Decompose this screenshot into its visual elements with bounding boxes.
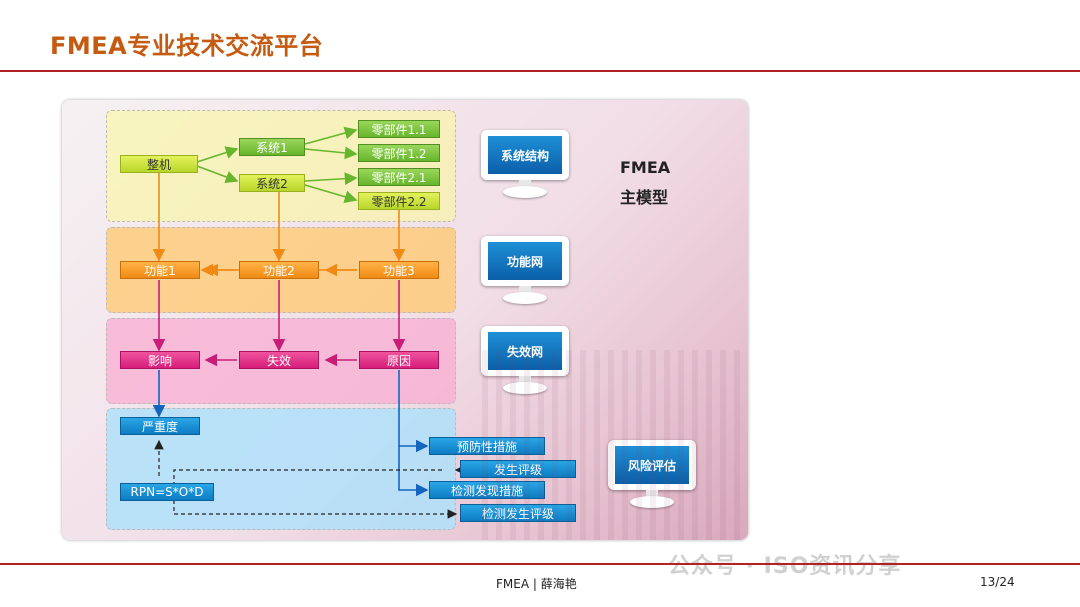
monitor-function-net: 功能网	[481, 236, 569, 306]
monitor-failure-net: 失效网	[481, 326, 569, 396]
model-title-line-2: 主模型	[620, 188, 669, 207]
monitor-system-structure: 系统结构	[481, 130, 569, 200]
watermark: 公众号 · ISO资讯分享	[668, 554, 902, 579]
occurrence-node: 发生评级	[460, 460, 576, 478]
flow-arrows	[152, 126, 465, 519]
function-node-1: 功能1	[120, 261, 200, 279]
part-node-2-2: 零部件2.2	[358, 192, 440, 210]
product-node: 整机	[120, 155, 198, 173]
fmea-model-panel: 整机 系统1 系统2 零部件1.1 零部件1.2 零部件2.1 零部件2.2 功…	[62, 100, 748, 540]
system-node-1: 系统1	[239, 138, 305, 156]
detection-rating-node: 检测发生评级	[460, 504, 576, 522]
footer-label: FMEA | 薛海艳	[496, 577, 577, 591]
cause-node: 原因	[359, 351, 439, 369]
part-node-2-1: 零部件2.1	[358, 168, 440, 186]
system-node-2: 系统2	[239, 174, 305, 192]
detection-node: 检测发现措施	[429, 481, 545, 499]
model-title-line-1: FMEA	[620, 158, 671, 177]
function-node-3: 功能3	[359, 261, 439, 279]
function-node-2: 功能2	[239, 261, 319, 279]
page-number: 13/24	[980, 575, 1015, 589]
part-node-1-2: 零部件1.2	[358, 144, 440, 162]
prevention-node: 预防性措施	[429, 437, 545, 455]
monitor-risk-assessment: 风险评估	[608, 440, 696, 510]
header-rule	[0, 70, 1080, 72]
effect-node: 影响	[120, 351, 200, 369]
footer-rule	[0, 563, 1080, 565]
rpn-node: RPN=S*O*D	[120, 483, 214, 501]
severity-node: 严重度	[120, 417, 200, 435]
page-title: FMEA专业技术交流平台	[50, 32, 324, 60]
part-node-1-1: 零部件1.1	[358, 120, 440, 138]
failure-node: 失效	[239, 351, 319, 369]
